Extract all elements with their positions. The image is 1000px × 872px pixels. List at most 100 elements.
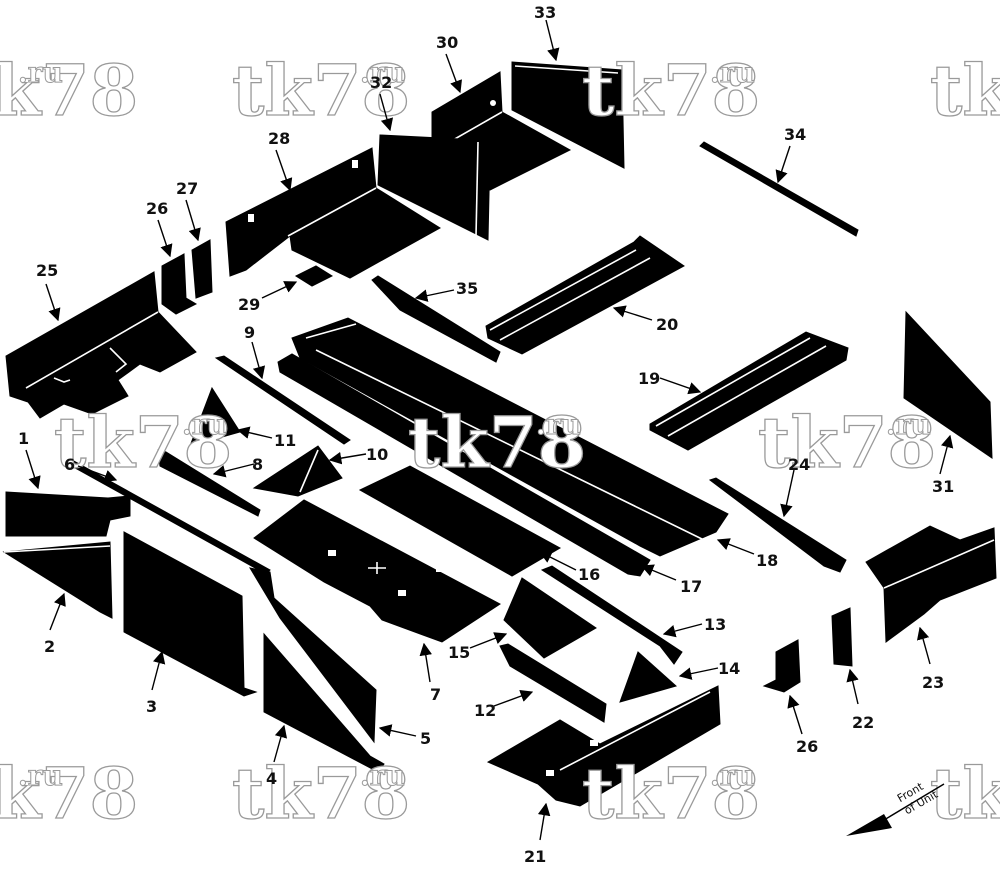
svg-text:tk78: tk78 bbox=[0, 752, 138, 835]
callout-21: 21 bbox=[524, 847, 546, 866]
svg-text:tk78: tk78 bbox=[232, 752, 410, 835]
callout-15: 15 bbox=[448, 643, 470, 662]
svg-text:.ru: .ru bbox=[182, 408, 227, 441]
part-24 bbox=[708, 477, 847, 573]
part-3 bbox=[123, 531, 258, 697]
watermark-layer: tk78.ru tk78.ru tk78.ru tk78 tk78.ru tk7… bbox=[0, 48, 1000, 835]
part-35 bbox=[371, 275, 501, 363]
watermark: tk78.ru bbox=[581, 48, 761, 132]
part-15 bbox=[503, 577, 597, 659]
callout-20: 20 bbox=[656, 315, 678, 334]
callout-29: 29 bbox=[238, 295, 260, 314]
callout-5: 5 bbox=[420, 729, 431, 748]
callout-7: 7 bbox=[430, 685, 441, 704]
part-18 bbox=[291, 317, 729, 557]
part-14 bbox=[619, 651, 678, 703]
part-13 bbox=[540, 565, 683, 665]
callout-30: 30 bbox=[436, 33, 458, 52]
svg-text:.ru: .ru bbox=[536, 408, 581, 441]
callout-23: 23 bbox=[922, 673, 944, 692]
part-9 bbox=[214, 355, 351, 445]
callout-33: 33 bbox=[534, 3, 556, 22]
svg-text:.ru: .ru bbox=[710, 759, 755, 792]
svg-text:.ru: .ru bbox=[710, 56, 755, 89]
callout-26-upper: 26 bbox=[146, 199, 168, 218]
svg-text:tk78: tk78 bbox=[930, 49, 1000, 132]
svg-text:.ru: .ru bbox=[360, 56, 405, 89]
part-34 bbox=[699, 141, 859, 237]
callout-18: 18 bbox=[756, 551, 778, 570]
front-arrow-icon bbox=[846, 814, 892, 836]
part-1 bbox=[5, 491, 131, 537]
svg-text:.ru: .ru bbox=[360, 759, 405, 792]
callout-27: 27 bbox=[176, 179, 198, 198]
callout-31: 31 bbox=[932, 477, 954, 496]
callout-8: 8 bbox=[252, 455, 263, 474]
watermark: tk78 bbox=[929, 48, 1000, 132]
part-22 bbox=[831, 607, 853, 667]
svg-text:tk78: tk78 bbox=[930, 752, 1000, 835]
part-17 bbox=[277, 353, 651, 577]
callout-4: 4 bbox=[266, 769, 277, 788]
part-5 bbox=[248, 567, 377, 744]
callout-9: 9 bbox=[244, 323, 255, 342]
watermark: tk78.ru bbox=[757, 400, 937, 484]
watermark: tk78.ru bbox=[581, 751, 761, 835]
part-20 bbox=[485, 235, 685, 355]
callout-17: 17 bbox=[680, 577, 702, 596]
svg-text:tk78: tk78 bbox=[758, 401, 936, 484]
part-6 bbox=[67, 459, 271, 575]
callout-layer: 1 2 3 4 5 6 7 8 9 10 11 12 13 14 15 16 1… bbox=[18, 3, 954, 866]
callout-3: 3 bbox=[146, 697, 157, 716]
callout-13: 13 bbox=[704, 615, 726, 634]
watermark: tk78.ru bbox=[231, 751, 411, 835]
part-27 bbox=[191, 239, 213, 299]
callout-2: 2 bbox=[44, 637, 55, 656]
svg-text:.ru: .ru bbox=[886, 408, 931, 441]
svg-text:.ru: .ru bbox=[18, 56, 63, 89]
callout-16: 16 bbox=[578, 565, 600, 584]
part-10 bbox=[252, 445, 343, 497]
watermark: tk78.ru bbox=[0, 48, 139, 132]
part-28 bbox=[225, 147, 441, 279]
watermark: tk78.ru bbox=[0, 751, 139, 835]
part-26-upper bbox=[161, 253, 198, 315]
callout-32: 32 bbox=[370, 73, 392, 92]
callout-22: 22 bbox=[852, 713, 874, 732]
part-32 bbox=[377, 134, 491, 241]
part-16 bbox=[358, 465, 562, 577]
callout-26-lower: 26 bbox=[796, 737, 818, 756]
callout-6: 6 bbox=[64, 455, 75, 474]
leader-layer bbox=[25, 19, 954, 841]
part-31 bbox=[903, 310, 993, 459]
callout-19: 19 bbox=[638, 369, 660, 388]
part-23 bbox=[865, 525, 997, 643]
part-29 bbox=[294, 265, 334, 287]
callout-28: 28 bbox=[268, 129, 290, 148]
watermark: tk78.ru bbox=[407, 400, 587, 484]
callout-12: 12 bbox=[474, 701, 496, 720]
svg-text:tk78: tk78 bbox=[0, 49, 138, 132]
callout-1: 1 bbox=[18, 429, 29, 448]
part-8 bbox=[157, 449, 261, 517]
part-2 bbox=[2, 541, 113, 619]
svg-text:tk78: tk78 bbox=[54, 401, 232, 484]
svg-text:tk78: tk78 bbox=[582, 752, 760, 835]
part-12 bbox=[499, 643, 607, 723]
callout-25: 25 bbox=[36, 261, 58, 280]
part-11 bbox=[189, 386, 241, 447]
part-26-lower bbox=[762, 639, 801, 693]
callout-10: 10 bbox=[366, 445, 388, 464]
watermark: tk78 bbox=[929, 751, 1000, 835]
watermark: tk78.ru bbox=[231, 48, 411, 132]
callout-14: 14 bbox=[718, 659, 740, 678]
callout-34: 34 bbox=[784, 125, 806, 144]
callout-11: 11 bbox=[274, 431, 296, 450]
svg-text:tk78: tk78 bbox=[582, 49, 760, 132]
parts-layer bbox=[2, 61, 997, 807]
part-33 bbox=[511, 61, 625, 169]
callout-35: 35 bbox=[456, 279, 478, 298]
callout-24: 24 bbox=[788, 455, 810, 474]
